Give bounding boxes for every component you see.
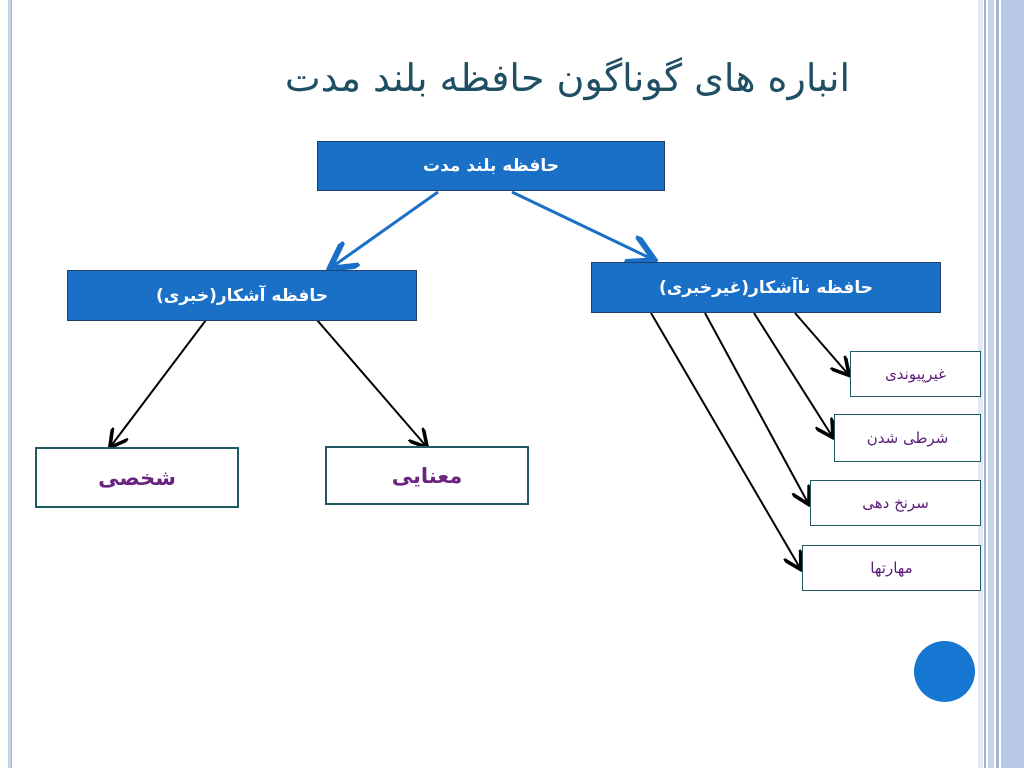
node-semantic: معنایی xyxy=(325,446,529,505)
node-conditioning: شرطی شدن xyxy=(834,414,981,462)
connector-implicit-priming xyxy=(704,312,808,503)
connector-implicit-nonassociative xyxy=(794,312,848,374)
node-implicit-memory: حافظه ناآشکار(غیرخبری) xyxy=(591,262,941,313)
slide-left-border xyxy=(8,0,12,768)
connector-explicit-semantic xyxy=(316,319,426,446)
connector-implicit-conditioning xyxy=(753,312,832,436)
node-priming: سرنخ دهی xyxy=(810,480,981,526)
connector-implicit-skills xyxy=(650,312,800,568)
node-skills: مهارتها xyxy=(802,545,981,591)
connector-root-explicit xyxy=(332,190,439,267)
connector-explicit-episodic xyxy=(111,319,207,446)
connector-root-implicit xyxy=(511,190,652,259)
node-explicit-memory: حافظه آشکار(خبری) xyxy=(67,270,417,321)
slide-right-border xyxy=(978,0,1024,768)
node-episodic: شخصی xyxy=(35,447,239,508)
node-nonassociative: غیرپیوندی xyxy=(850,351,981,397)
accent-dot xyxy=(914,641,975,702)
slide-title: انباره های گوناگون حافظه بلند مدت xyxy=(284,56,850,100)
node-long-term-memory: حافظه بلند مدت xyxy=(317,141,665,191)
